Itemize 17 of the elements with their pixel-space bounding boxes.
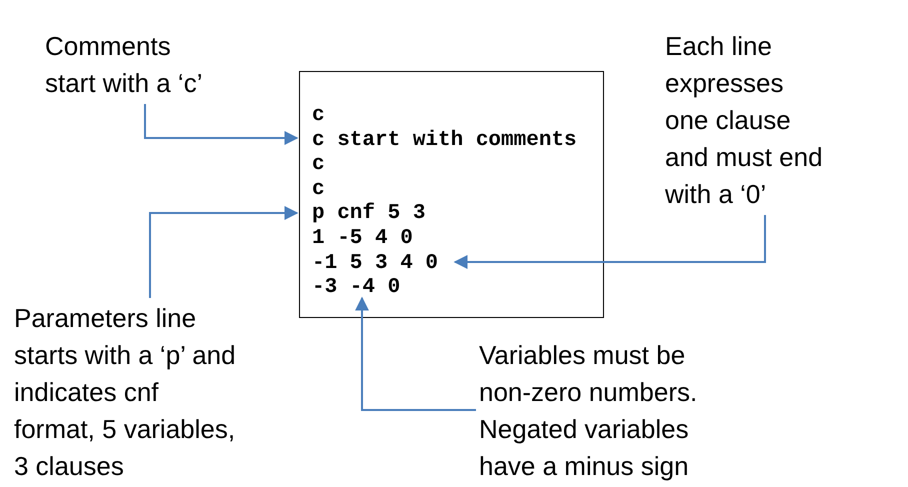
code-line: c bbox=[312, 153, 325, 178]
code-line: p cnf 5 3 bbox=[312, 202, 426, 227]
arrow bbox=[144, 104, 298, 145]
code-box bbox=[299, 71, 604, 318]
callout-text: Variables must be non-zero numbers. Negated variables have a minus sign bbox=[479, 337, 703, 485]
arrow bbox=[149, 206, 298, 298]
code-line: c start with comments bbox=[312, 128, 577, 154]
callout-text: Each line expresses one clause and must end with a ‘0’ bbox=[665, 28, 830, 213]
code-line: -1 5 3 4 0 bbox=[312, 252, 438, 276]
arrow bbox=[454, 215, 766, 269]
callout-text: Comments start with a ‘c’ bbox=[45, 28, 223, 102]
code-line: -3 -4 0 bbox=[312, 276, 400, 301]
code-line: 1 -5 4 0 bbox=[312, 226, 413, 252]
arrow bbox=[355, 296, 476, 411]
code-line: c bbox=[312, 104, 325, 129]
callout-text: Parameters line starts with a ‘p’ and indicates cnf format, 5 variables, 3 clauses bbox=[14, 300, 244, 485]
code-line: c bbox=[312, 178, 325, 202]
